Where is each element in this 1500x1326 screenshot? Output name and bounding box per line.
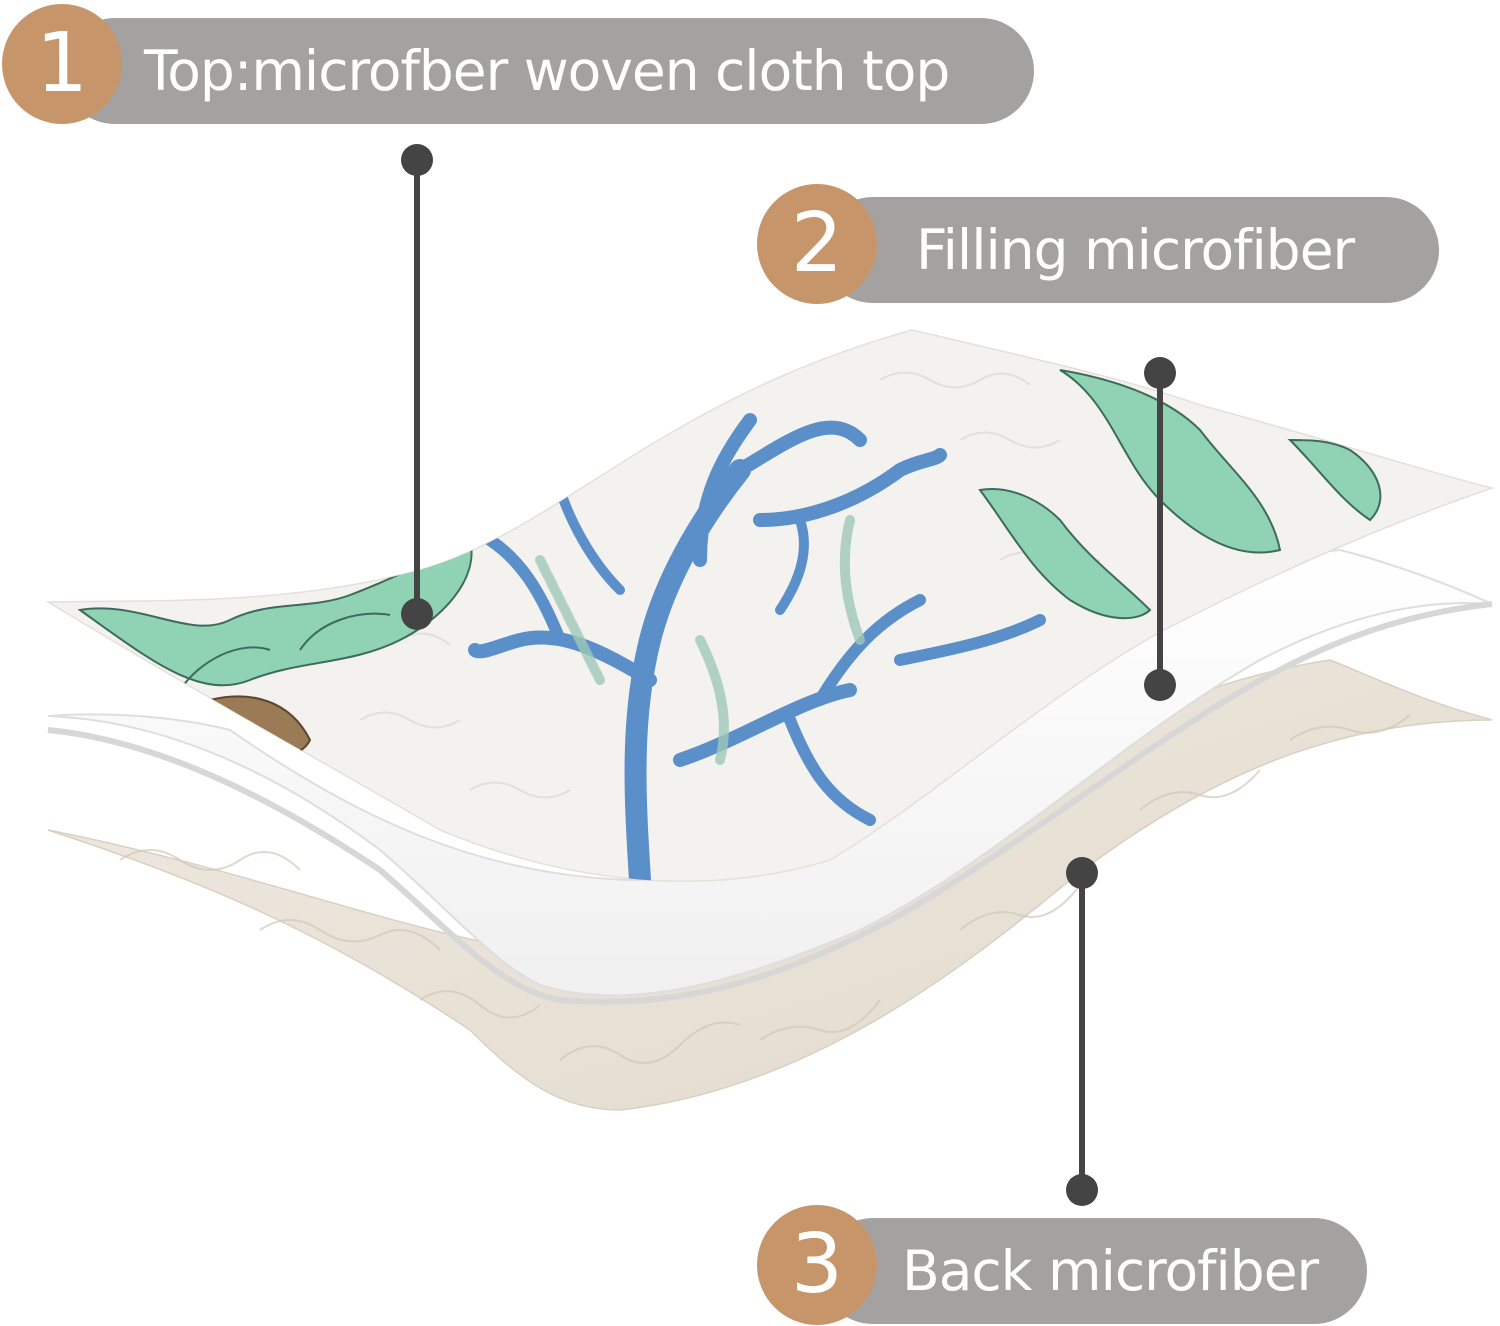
layer-2-text: Filling microfiber (916, 218, 1355, 282)
layer-1-text: Top:microfber woven cloth top (144, 39, 950, 103)
leader-line-3 (1079, 873, 1085, 1190)
layer-3-badge: 3 (757, 1205, 877, 1325)
layer-1-label: Top:microfber woven cloth top (62, 18, 1034, 124)
leader-dot-1-bottom (401, 598, 433, 630)
top-layer (45, 329, 1495, 883)
leader-dot-2-bottom (1144, 669, 1176, 701)
layer-3-text: Back microfiber (902, 1239, 1319, 1303)
coral-highlights (535, 515, 865, 765)
layer-2-label: Filling microfiber (820, 197, 1439, 303)
leader-dot-3-bottom (1066, 1174, 1098, 1206)
leader-dot-1-top (401, 144, 433, 176)
layer-3-label: Back microfiber (820, 1218, 1367, 1324)
leader-line-1 (414, 160, 420, 614)
back-quilt-stitching (119, 714, 1411, 1064)
layer-1-badge: 1 (2, 4, 122, 124)
leader-line-2 (1157, 373, 1163, 685)
seaweed-right (978, 369, 1382, 620)
leader-dot-2-top (1144, 357, 1176, 389)
layer-2-badge: 2 (757, 184, 877, 304)
coral-branch (468, 413, 1046, 882)
leader-dot-3-top (1066, 857, 1098, 889)
